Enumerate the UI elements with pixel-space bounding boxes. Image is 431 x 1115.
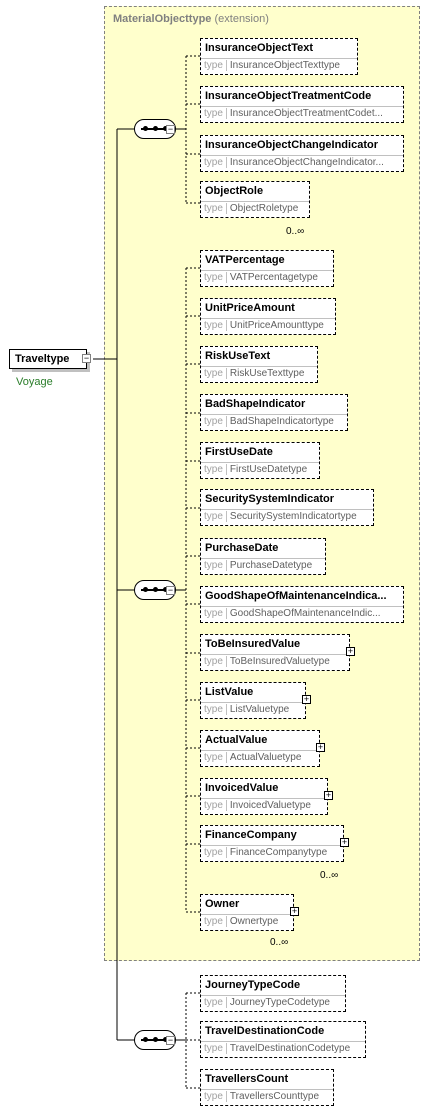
sequence-compositor-1[interactable] xyxy=(134,119,176,139)
root-element-label: Voyage xyxy=(16,376,53,388)
extension-title: MaterialObjecttype (extension) xyxy=(113,13,269,25)
sequence-compositor-3[interactable] xyxy=(134,1030,176,1050)
collapse-icon[interactable]: − xyxy=(166,124,175,134)
expand-icon[interactable]: + xyxy=(302,694,311,704)
root-element-traveltype[interactable]: Traveltype xyxy=(9,349,87,369)
collapse-icon[interactable]: − xyxy=(166,1035,175,1045)
cardinality-label: 0..∞ xyxy=(270,937,289,948)
cardinality-label: 0..∞ xyxy=(286,226,305,237)
expand-icon[interactable]: + xyxy=(324,790,333,800)
expand-icon[interactable]: + xyxy=(290,906,299,916)
collapse-icon[interactable]: − xyxy=(166,585,175,595)
cardinality-label: 0..∞ xyxy=(320,870,339,881)
expand-icon[interactable]: + xyxy=(316,742,325,752)
sequence-compositor-2[interactable] xyxy=(134,580,176,600)
expand-icon[interactable]: + xyxy=(346,646,355,656)
expand-icon[interactable]: + xyxy=(340,837,349,847)
root-element-name: Traveltype xyxy=(15,353,70,365)
collapse-icon[interactable]: − xyxy=(82,353,91,363)
